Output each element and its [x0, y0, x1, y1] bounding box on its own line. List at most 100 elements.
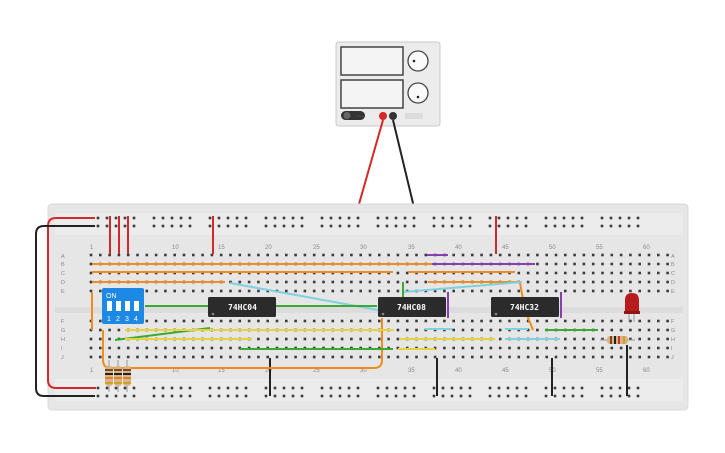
breadboard-hole[interactable]	[387, 280, 390, 284]
breadboard-hole[interactable]	[497, 394, 501, 398]
breadboard-hole[interactable]	[619, 253, 623, 257]
breadboard-hole[interactable]	[89, 337, 93, 341]
breadboard-hole[interactable]	[403, 224, 407, 228]
breadboard-hole[interactable]	[312, 319, 316, 323]
breadboard-hole[interactable]	[591, 346, 595, 350]
breadboard-hole[interactable]	[545, 253, 548, 257]
breadboard-hole[interactable]	[257, 289, 260, 293]
breadboard-hole[interactable]	[618, 386, 622, 390]
breadboard-hole[interactable]	[108, 253, 111, 257]
breadboard-hole[interactable]	[394, 386, 398, 390]
breadboard-hole[interactable]	[461, 289, 465, 293]
breadboard-hole[interactable]	[338, 386, 342, 390]
breadboard-hole[interactable]	[303, 337, 307, 341]
breadboard-hole[interactable]	[282, 216, 286, 220]
breadboard-hole[interactable]	[526, 253, 530, 257]
breadboard-hole[interactable]	[359, 319, 362, 323]
breadboard-hole[interactable]	[89, 346, 93, 350]
breadboard-hole[interactable]	[126, 346, 130, 350]
breadboard-hole[interactable]	[545, 289, 548, 293]
breadboard-hole[interactable]	[275, 355, 279, 359]
breadboard-hole[interactable]	[600, 224, 604, 228]
breadboard-hole[interactable]	[303, 280, 307, 284]
breadboard-hole[interactable]	[573, 346, 576, 350]
breadboard-hole[interactable]	[666, 355, 669, 359]
breadboard-hole[interactable]	[498, 289, 502, 293]
breadboard-hole[interactable]	[396, 337, 400, 341]
breadboard-hole[interactable]	[154, 355, 158, 359]
breadboard-hole[interactable]	[219, 253, 223, 257]
breadboard-hole[interactable]	[450, 216, 454, 220]
breadboard-hole[interactable]	[666, 346, 669, 350]
breadboard-hole[interactable]	[405, 319, 409, 323]
breadboard-hole[interactable]	[498, 337, 502, 341]
breadboard-hole[interactable]	[468, 224, 472, 228]
breadboard-hole[interactable]	[154, 253, 158, 257]
breadboard-hole[interactable]	[524, 216, 528, 220]
breadboard-hole[interactable]	[526, 355, 530, 359]
breadboard-hole[interactable]	[329, 386, 333, 390]
breadboard-hole[interactable]	[657, 355, 660, 359]
cyan-wire[interactable]	[402, 281, 523, 293]
breadboard-hole[interactable]	[666, 328, 669, 332]
chip-74hc32[interactable]: 74HC32	[491, 297, 559, 317]
breadboard-hole[interactable]	[452, 319, 455, 323]
breadboard-hole[interactable]	[610, 262, 614, 266]
breadboard-hole[interactable]	[294, 319, 297, 323]
breadboard-hole[interactable]	[638, 319, 641, 323]
breadboard-hole[interactable]	[266, 355, 269, 359]
breadboard-hole[interactable]	[238, 289, 242, 293]
breadboard-hole[interactable]	[303, 319, 307, 323]
breadboard-hole[interactable]	[312, 280, 316, 284]
breadboard-hole[interactable]	[441, 394, 445, 398]
breadboard-hole[interactable]	[461, 319, 465, 323]
breadboard-hole[interactable]	[433, 319, 437, 323]
breadboard-hole[interactable]	[188, 386, 192, 390]
breadboard-hole[interactable]	[282, 394, 286, 398]
breadboard-hole[interactable]	[629, 337, 632, 341]
breadboard-hole[interactable]	[536, 328, 539, 332]
breadboard-hole[interactable]	[554, 280, 558, 284]
breadboard-hole[interactable]	[591, 280, 595, 284]
breadboard-hole[interactable]	[123, 216, 127, 220]
breadboard-hole[interactable]	[657, 337, 660, 341]
breadboard-hole[interactable]	[553, 224, 557, 228]
breadboard-hole[interactable]	[179, 224, 183, 228]
breadboard-hole[interactable]	[571, 216, 575, 220]
breadboard-hole[interactable]	[441, 216, 445, 220]
breadboard-hole[interactable]	[636, 224, 640, 228]
breadboard-hole[interactable]	[266, 253, 269, 257]
breadboard-hole[interactable]	[170, 394, 174, 398]
breadboard-hole[interactable]	[99, 328, 102, 332]
breadboard-hole[interactable]	[99, 346, 102, 350]
breadboard-hole[interactable]	[562, 216, 566, 220]
breadboard-hole[interactable]	[244, 224, 248, 228]
breadboard-hole[interactable]	[433, 355, 437, 359]
breadboard-hole[interactable]	[526, 280, 530, 284]
breadboard-hole[interactable]	[396, 346, 400, 350]
breadboard-hole[interactable]	[432, 224, 436, 228]
breadboard-hole[interactable]	[536, 289, 539, 293]
breadboard-hole[interactable]	[461, 328, 465, 332]
breadboard-hole[interactable]	[517, 346, 521, 350]
breadboard-hole[interactable]	[657, 271, 660, 275]
breadboard-hole[interactable]	[303, 355, 307, 359]
breadboard-hole[interactable]	[580, 386, 584, 390]
breadboard-hole[interactable]	[173, 289, 176, 293]
breadboard-hole[interactable]	[412, 216, 416, 220]
breadboard-hole[interactable]	[610, 271, 614, 275]
breadboard-hole[interactable]	[154, 346, 158, 350]
breadboard-hole[interactable]	[497, 386, 501, 390]
breadboard-hole[interactable]	[219, 355, 223, 359]
breadboard-hole[interactable]	[618, 216, 622, 220]
breadboard-hole[interactable]	[508, 289, 511, 293]
breadboard-hole[interactable]	[385, 386, 389, 390]
breadboard-hole[interactable]	[217, 224, 221, 228]
breadboard-hole[interactable]	[378, 280, 381, 284]
breadboard-hole[interactable]	[312, 337, 316, 341]
breadboard-hole[interactable]	[132, 386, 136, 390]
led[interactable]	[624, 293, 640, 322]
breadboard-hole[interactable]	[285, 337, 288, 341]
breadboard-hole[interactable]	[443, 355, 446, 359]
breadboard-hole[interactable]	[489, 253, 493, 257]
